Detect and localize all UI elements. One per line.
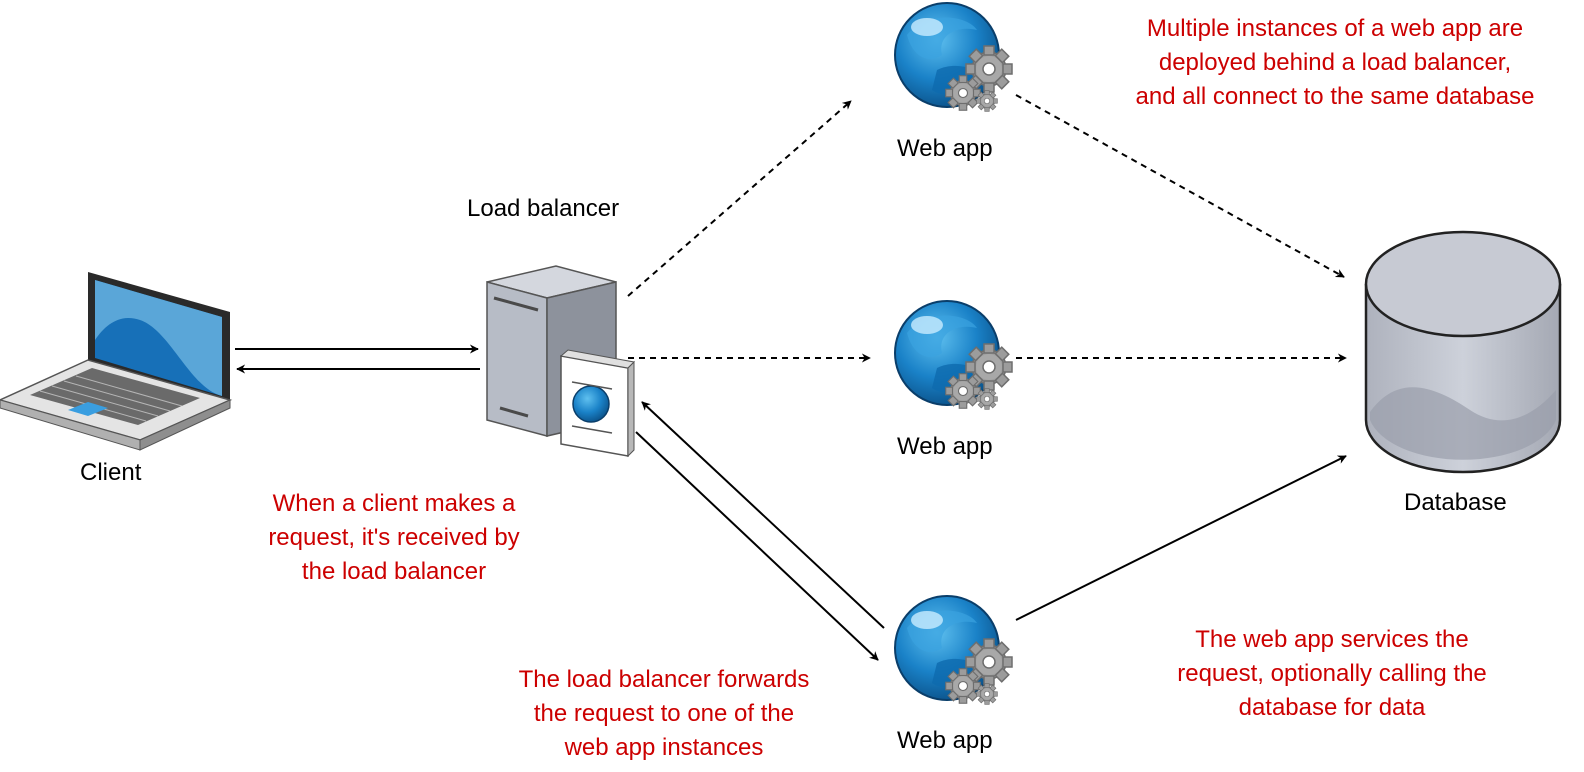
annotation-request-line-2: request, it's received by (268, 524, 520, 551)
annotation-service-line-2: request, optionally calling the (1177, 660, 1487, 687)
annotation-instances-line-3: and all connect to the same database (1135, 83, 1535, 110)
web-app-top-label: Web app (897, 135, 993, 162)
annotation-forward: The load balancer forwards the request t… (494, 663, 834, 765)
server-icon (486, 265, 636, 458)
annotation-forward-line-2: the request to one of the (533, 700, 795, 727)
annotation-forward-line-1: The load balancer forwards (518, 666, 810, 693)
web-app-bottom-label: Web app (897, 727, 993, 754)
annotation-instances: Multiple instances of a web app are depl… (1100, 12, 1570, 114)
annotation-request-line-1: When a client makes a (272, 490, 516, 517)
webapp-bottom-to-db-arrow (1015, 455, 1347, 621)
annotation-instances-line-2: deployed behind a load balancer, (1158, 49, 1512, 76)
webapp-top-to-db-arrow (1015, 94, 1345, 278)
annotation-service-line-3: database for data (1238, 694, 1426, 721)
annotation-instances-line-1: Multiple instances of a web app are (1146, 15, 1524, 42)
client-label: Client (80, 459, 142, 486)
webapp-bottom-to-lb-arrow (641, 401, 885, 629)
database-cylinder-icon (1364, 230, 1562, 474)
web-app-top-icon (895, 3, 1012, 111)
lb-to-webapp-top-arrow (627, 100, 852, 297)
annotation-service: The web app services the request, option… (1150, 623, 1514, 725)
annotation-service-line-1: The web app services the (1195, 626, 1469, 653)
database-label: Database (1404, 489, 1507, 516)
load-balancer-label: Load balancer (467, 195, 620, 222)
web-app-bottom-icon (895, 596, 1012, 704)
lb-to-webapp-bottom-arrow (635, 431, 879, 661)
web-app-middle-label: Web app (897, 433, 993, 460)
laptop-icon (0, 272, 233, 451)
annotation-request-line-3: the load balancer (301, 558, 487, 585)
web-app-middle-icon (895, 301, 1012, 409)
annotation-request: When a client makes a request, it's rece… (244, 487, 544, 589)
connectors (235, 94, 1347, 661)
annotation-forward-line-3: web app instances (564, 734, 764, 761)
